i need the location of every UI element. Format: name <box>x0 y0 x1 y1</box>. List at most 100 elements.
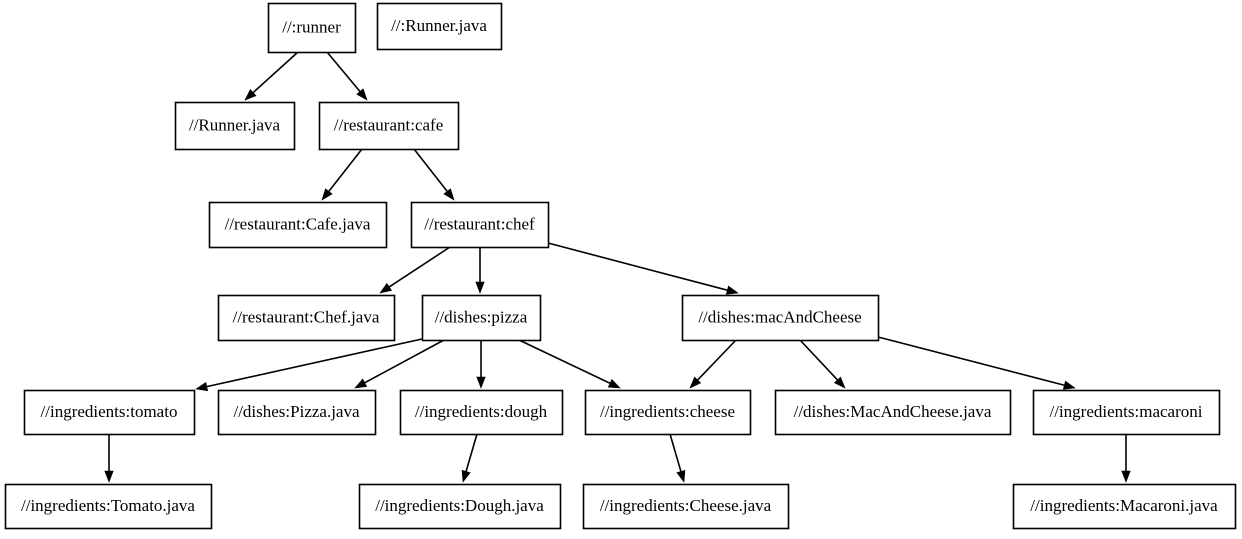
graph-edge <box>1121 434 1131 483</box>
node-box[interactable] <box>376 2 503 51</box>
nodes-layer: //:runner //:Runner.java //Runner.java //re… <box>4 2 1237 530</box>
graph-node-restaurant_chefjava[interactable]: //restaurant:Chef.java <box>217 294 396 342</box>
graph-node-restaurant_cafejava[interactable]: //restaurant:Cafe.java <box>208 201 388 249</box>
node-label: //dishes:MacAndCheese.java <box>794 402 992 421</box>
arrowhead-icon <box>676 469 686 483</box>
graph-edge <box>321 148 363 201</box>
graph-edge <box>413 148 455 201</box>
graph-node-ing_macaronijava[interactable]: //ingredients:Macaroni.java <box>1012 483 1237 530</box>
node-label: //ingredients:cheese <box>600 402 735 421</box>
node-label: //ingredients:macaroni <box>1050 402 1203 421</box>
graph-edge <box>475 247 485 294</box>
node-box[interactable] <box>174 101 296 151</box>
graph-node-dishes_macjava[interactable]: //dishes:MacAndCheese.java <box>774 389 1012 436</box>
arrowhead-icon <box>689 376 702 389</box>
edge-line <box>799 339 839 381</box>
node-box[interactable] <box>582 483 790 530</box>
arrowhead-icon <box>476 376 486 389</box>
graph-edge <box>244 51 299 101</box>
node-label: //ingredients:dough <box>415 402 548 421</box>
node-box[interactable] <box>23 389 196 436</box>
node-label: //ingredients:Dough.java <box>375 496 544 515</box>
node-box[interactable] <box>217 294 396 342</box>
graph-edge <box>104 434 114 483</box>
arrowhead-icon <box>461 469 471 483</box>
graph-node-ing_dough[interactable]: //ingredients:dough <box>399 389 564 436</box>
graph-node-runner_java[interactable]: //Runner.java <box>174 101 296 151</box>
edge-line <box>547 242 728 291</box>
node-box[interactable] <box>421 294 542 342</box>
graph-edge <box>669 433 686 483</box>
node-label: //ingredients:Macaroni.java <box>1030 496 1218 515</box>
edges-layer <box>104 51 1131 483</box>
arrowhead-icon <box>104 470 114 483</box>
node-box[interactable] <box>358 483 562 530</box>
graph-node-ing_tomatojava[interactable]: //ingredients:Tomato.java <box>4 483 213 530</box>
node-box[interactable] <box>774 389 1012 436</box>
graph-edge <box>877 336 1076 390</box>
graph-edge <box>799 339 846 389</box>
arrowhead-icon <box>321 188 333 201</box>
arrowhead-icon <box>725 285 739 295</box>
node-box[interactable] <box>1032 389 1221 436</box>
edge-line <box>518 339 611 385</box>
edge-line <box>465 433 478 472</box>
node-label: //:Runner.java <box>391 16 487 35</box>
graph-node-dishes_pizzajava[interactable]: //dishes:Pizza.java <box>217 389 377 436</box>
arrowhead-icon <box>195 382 209 392</box>
node-label: //dishes:pizza <box>435 307 528 326</box>
node-label: //ingredients:Tomato.java <box>21 496 195 515</box>
edge-line <box>697 339 737 381</box>
graph-node-runner_java_root[interactable]: //:Runner.java <box>376 2 503 51</box>
graph-edge <box>326 51 368 101</box>
node-box[interactable] <box>1012 483 1237 530</box>
graph-node-ing_doughjava[interactable]: //ingredients:Dough.java <box>358 483 562 530</box>
arrowhead-icon <box>356 88 368 101</box>
graph-node-ing_macaroni[interactable]: //ingredients:macaroni <box>1032 389 1221 436</box>
node-label: //restaurant:chef <box>424 214 535 233</box>
arrowhead-icon <box>244 88 257 101</box>
graph-node-ing_tomato[interactable]: //ingredients:tomato <box>23 389 196 436</box>
graph-node-dishes_pizza[interactable]: //dishes:pizza <box>421 294 542 342</box>
graph-node-ing_cheese[interactable]: //ingredients:cheese <box>584 389 752 436</box>
node-label: //restaurant:cafe <box>334 115 444 134</box>
node-label: //restaurant:Cafe.java <box>225 214 371 233</box>
arrowhead-icon <box>1121 470 1131 483</box>
edge-line <box>364 339 445 384</box>
graph-node-ing_cheesejava[interactable]: //ingredients:Cheese.java <box>582 483 790 530</box>
edge-line <box>388 246 451 288</box>
node-box[interactable] <box>208 201 388 249</box>
node-box[interactable] <box>4 483 213 530</box>
node-label: //restaurant:Chef.java <box>233 307 380 326</box>
graph-edge <box>379 246 451 294</box>
arrowhead-icon <box>475 281 485 294</box>
edge-line <box>252 51 299 94</box>
node-label: //ingredients:Cheese.java <box>600 496 772 515</box>
graph-node-restaurant_chef[interactable]: //restaurant:chef <box>410 201 550 249</box>
node-label: //:runner <box>282 17 341 36</box>
graph-edge <box>689 339 737 389</box>
edge-line <box>669 433 682 472</box>
node-label: //dishes:Pizza.java <box>233 402 360 421</box>
arrowhead-icon <box>354 378 368 389</box>
edge-line <box>413 148 448 192</box>
node-box[interactable] <box>267 2 357 54</box>
graph-node-runner[interactable]: //:runner <box>267 2 357 54</box>
node-box[interactable] <box>410 201 550 249</box>
arrowhead-icon <box>607 378 621 389</box>
graph-edge <box>547 242 739 295</box>
graph-node-restaurant_cafe[interactable]: //restaurant:cafe <box>318 101 460 151</box>
graph-node-dishes_macncheese[interactable]: //dishes:macAndCheese <box>681 294 880 342</box>
graph-edge <box>476 340 486 389</box>
graph-edge <box>195 338 423 392</box>
node-box[interactable] <box>681 294 880 342</box>
node-box[interactable] <box>318 101 460 151</box>
node-box[interactable] <box>399 389 564 436</box>
graph-edge <box>354 339 445 389</box>
edge-line <box>328 148 363 192</box>
node-box[interactable] <box>217 389 377 436</box>
node-box[interactable] <box>584 389 752 436</box>
node-label: //Runner.java <box>189 115 281 134</box>
